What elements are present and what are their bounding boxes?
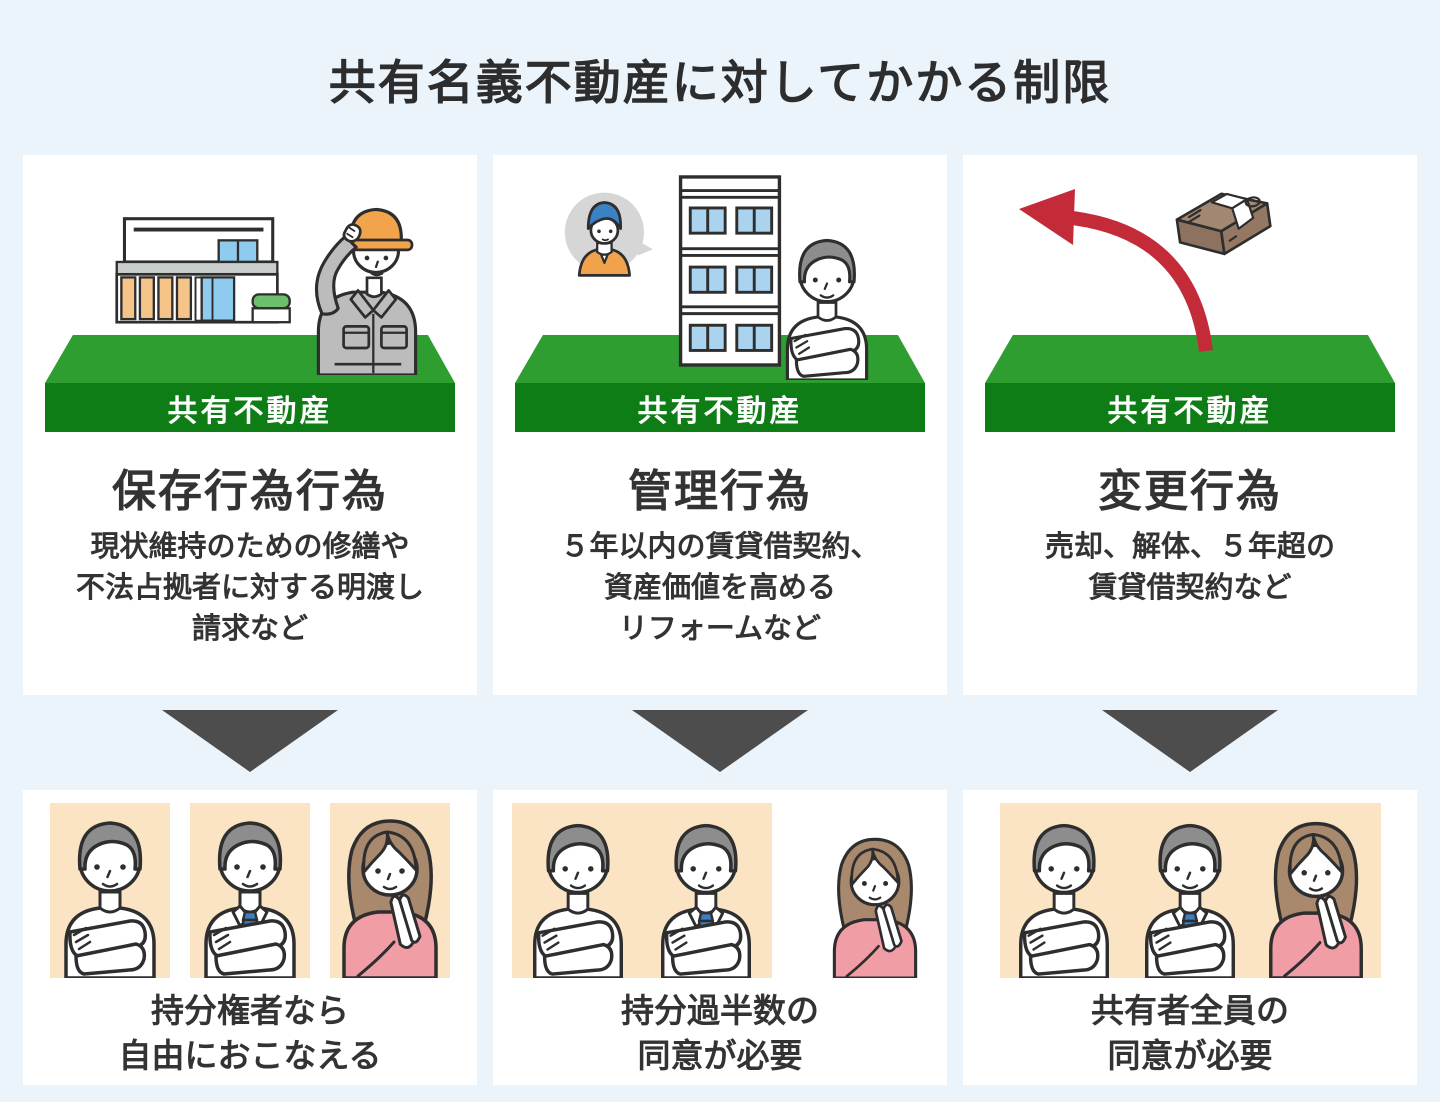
land-platform-front: 共有不動産 [45, 383, 455, 432]
highlighted-majority-box [512, 803, 772, 978]
arrow-cell [963, 710, 1417, 772]
card-change-act: 共有不動産 変更行為 売却、解体、５年超の 賃貸借契約など [963, 155, 1417, 695]
highlighted-all-owners-box [999, 803, 1381, 978]
sale-money-illustration [1019, 186, 1275, 352]
consent-rule-text: 共有者全員の 同意が必要 [1091, 992, 1289, 1074]
act-heading: 変更行為 [1098, 467, 1282, 516]
arrow-cell [23, 710, 477, 772]
arrow-cell [493, 710, 947, 772]
consent-rule-text: 持分過半数の 同意が必要 [621, 992, 819, 1074]
land-platform-front: 共有不動産 [515, 383, 925, 432]
co-owners-group [23, 800, 477, 978]
acts-row: 共有不動産 保存行為行為 現状維持のための修繕や 不法占拠者に対する明渡し 請求… [23, 155, 1417, 695]
owner-arms-crossed-icon [785, 238, 869, 380]
money-bundle-icon [1172, 186, 1275, 262]
highlighted-owner-box [330, 803, 450, 978]
co-owners-group [963, 800, 1417, 978]
shared-property-label: 共有不動産 [1107, 394, 1273, 428]
tenant-speech-bubble-icon [563, 191, 653, 277]
consent-card-management: 持分過半数の 同意が必要 [493, 790, 947, 1085]
highlighted-owner-box [190, 803, 310, 978]
act-description: 売却、解体、５年超の 賃貸借契約など [1044, 531, 1335, 604]
land-platform-top [985, 335, 1395, 383]
man-with-tie-icon [204, 821, 296, 978]
man-arms-crossed-icon [64, 821, 156, 978]
land-platform-front: 共有不動産 [985, 383, 1395, 432]
man-with-tie-icon [661, 823, 751, 978]
apartment-building-icon [678, 175, 782, 367]
down-arrow-icon [162, 710, 338, 772]
card-preservation-act: 共有不動産 保存行為行為 現状維持のための修繕や 不法占拠者に対する明渡し 請求… [23, 155, 477, 695]
building-owner-illustration [563, 175, 869, 380]
woman-clasped-hands-icon [1269, 821, 1363, 978]
house-icon [115, 216, 292, 325]
down-arrow-icon [1102, 710, 1278, 772]
act-heading: 保存行為行為 [112, 467, 388, 516]
co-owners-group [493, 800, 947, 978]
man-arms-crossed-icon [1019, 823, 1109, 978]
arrows-row [23, 710, 1417, 772]
act-heading: 管理行為 [628, 467, 812, 516]
consent-card-change: 共有者全員の 同意が必要 [963, 790, 1417, 1085]
red-arrow-head-icon [1019, 189, 1075, 245]
man-arms-crossed-icon [533, 823, 623, 978]
act-description: 現状維持のための修繕や 不法占拠者に対する明渡し 請求など [75, 531, 424, 645]
woman-clasped-hands-icon [832, 837, 918, 978]
construction-worker-icon [314, 207, 418, 375]
red-curve-arrow-shaft [1062, 210, 1213, 352]
house-and-worker-illustration [115, 207, 418, 375]
page-title: 共有名義不動産に対してかかる制限 [328, 56, 1112, 109]
highlighted-owner-box [50, 803, 170, 978]
shared-property-label: 共有不動産 [637, 394, 803, 428]
consent-card-preservation: 持分権者なら 自由におこなえる [23, 790, 477, 1085]
consent-rule-text: 持分権者なら 自由におこなえる [118, 992, 382, 1074]
act-description: ５年以内の賃貸借契約、 資産価値を高める リフォームなど [560, 531, 880, 645]
consent-row: 持分権者なら 自由におこなえる 持分過半数の 同意が必要 共有者全員の 同意 [23, 790, 1417, 1085]
man-with-tie-icon [1145, 823, 1235, 978]
shared-property-label: 共有不動産 [167, 394, 333, 428]
card-management-act: 共有不動産 管理行為 ５年以内の賃貸借契約、 資産価値を高める リフォームなど [493, 155, 947, 695]
woman-clasped-hands-icon [342, 819, 438, 978]
down-arrow-icon [632, 710, 808, 772]
